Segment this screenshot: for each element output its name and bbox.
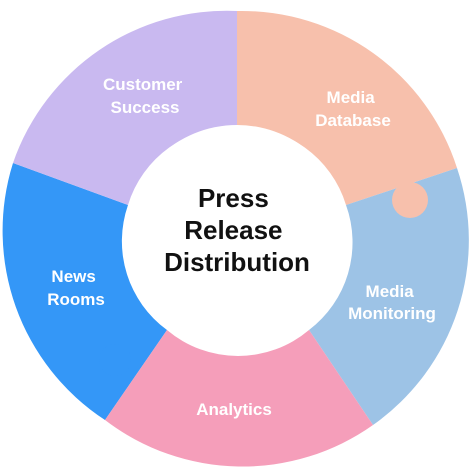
label-customer-success-line-2: Success bbox=[111, 98, 180, 117]
puzzle-knob-media-monitoring bbox=[392, 182, 428, 218]
center-title-line-1: Press bbox=[198, 183, 269, 213]
puzzle-knobs bbox=[58, 46, 428, 404]
label-media-monitoring-line-2: Monitoring bbox=[348, 304, 436, 323]
label-analytics-line-1: Analytics bbox=[196, 400, 272, 419]
puzzle-knob-analytics bbox=[99, 344, 131, 376]
label-media-database-line-2: Database bbox=[315, 111, 391, 130]
label-news-rooms-line-1: News bbox=[51, 267, 95, 286]
center-circle bbox=[125, 125, 349, 349]
puzzle-knob-analytics-right bbox=[305, 370, 339, 404]
label-news-rooms: News Rooms bbox=[47, 267, 105, 309]
puzzle-knob-media-database bbox=[238, 46, 272, 80]
label-media-monitoring: Media Monitoring bbox=[348, 282, 436, 323]
center-title: Press Release Distribution bbox=[164, 183, 310, 277]
center-title-line-2: Release bbox=[184, 215, 282, 245]
segment-media-database bbox=[237, 10, 457, 206]
center-title-line-3: Distribution bbox=[164, 247, 310, 277]
label-media-database: Media Database bbox=[315, 88, 391, 130]
puzzle-knob-customer-success bbox=[58, 144, 90, 176]
label-customer-success-line-1: Customer bbox=[103, 75, 183, 94]
label-customer-success: Customer Success bbox=[103, 75, 187, 117]
label-media-monitoring-line-1: Media bbox=[366, 282, 415, 301]
label-media-database-line-1: Media bbox=[327, 88, 376, 107]
label-analytics: Analytics bbox=[196, 400, 272, 419]
segment-analytics bbox=[105, 330, 373, 467]
label-news-rooms-line-2: Rooms bbox=[47, 290, 105, 309]
segment-media-monitoring bbox=[309, 168, 469, 425]
